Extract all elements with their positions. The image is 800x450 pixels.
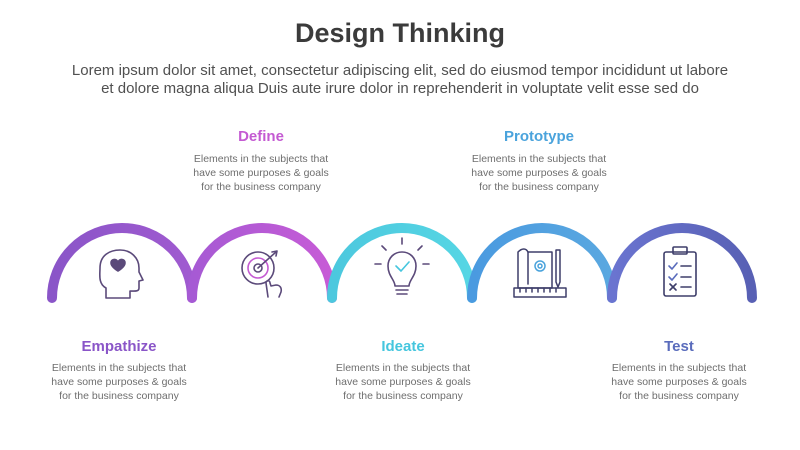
step-desc-line: have some purposes & goals (611, 376, 747, 388)
step-title-prototype: Prototype (503, 128, 574, 145)
arc-ideate (327, 223, 477, 303)
step-desc-line: have some purposes & goals (335, 376, 471, 388)
subtitle-line-2: et dolore magna aliqua Duis aute irure d… (101, 80, 699, 97)
step-title-ideate: Ideate (381, 338, 425, 355)
page-title: Design Thinking (294, 18, 505, 48)
step-desc-line: Elements in the subjects that (471, 153, 607, 165)
step-desc-line: Elements in the subjects that (51, 362, 187, 374)
arc-prototype (467, 223, 617, 303)
page-subtitle: Lorem ipsum dolor sit amet, consectetur … (30, 62, 770, 98)
step-desc-empathize: Elements in the subjects that have some … (19, 361, 219, 403)
step-desc-define: Elements in the subjects that have some … (161, 152, 361, 194)
step-desc-line: have some purposes & goals (51, 376, 187, 388)
step-desc-line: for the business company (59, 390, 179, 402)
lightbulb-check-icon (374, 237, 430, 295)
step-desc-line: have some purposes & goals (471, 167, 607, 179)
target-hand-icon (241, 250, 283, 298)
clipboard-checklist-icon (663, 246, 697, 297)
step-desc-prototype: Elements in the subjects that have some … (439, 152, 639, 194)
step-desc-line: for the business company (479, 181, 599, 193)
subtitle-line-1: Lorem ipsum dolor sit amet, consectetur … (71, 62, 729, 79)
step-desc-ideate: Elements in the subjects that have some … (303, 361, 503, 403)
step-desc-line: Elements in the subjects that (611, 362, 747, 374)
arc-define (187, 223, 337, 303)
step-title-define: Define (238, 128, 284, 145)
blueprint-ruler-icon (513, 248, 567, 298)
step-desc-line: for the business company (343, 390, 463, 402)
head-heart-icon (98, 249, 144, 299)
step-desc-line: Elements in the subjects that (193, 153, 329, 165)
step-desc-line: for the business company (201, 181, 321, 193)
step-desc-line: Elements in the subjects that (335, 362, 471, 374)
step-desc-test: Elements in the subjects that have some … (579, 361, 779, 403)
step-title-empathize: Empathize (81, 338, 157, 355)
step-desc-line: have some purposes & goals (193, 167, 329, 179)
step-desc-line: for the business company (619, 390, 739, 402)
arc-test (607, 223, 757, 303)
step-title-test: Test (664, 338, 694, 355)
arc-empathize (47, 223, 197, 303)
